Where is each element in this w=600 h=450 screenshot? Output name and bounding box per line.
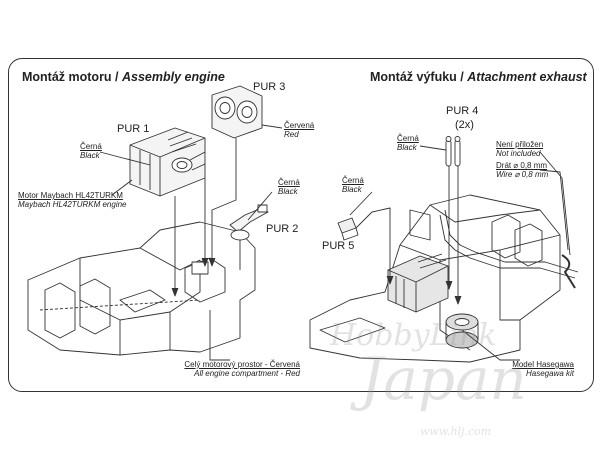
instruction-sheet-frame (8, 58, 594, 392)
pur5-label: PUR 5 (322, 240, 355, 252)
left-hull-outline (27, 221, 256, 356)
pur2-label: PUR 2 (266, 223, 299, 235)
pur4-quantity: (2x) (455, 119, 474, 131)
right-engine-drawing (387, 253, 449, 313)
pur4-pipes-drawing (445, 136, 461, 167)
pur3-label: PUR 3 (253, 81, 286, 93)
left-engine-block-small (191, 261, 209, 275)
right-seat-2 (514, 223, 543, 267)
left-seat-1 (44, 282, 76, 339)
right-seat-1 (491, 214, 521, 259)
pur4-label: PUR 4 (446, 105, 479, 117)
pur2-part-drawing (229, 204, 269, 241)
left-seat-2 (79, 278, 111, 335)
pur1-label: PUR 1 (117, 123, 150, 135)
pur1-engine-drawing (129, 127, 206, 197)
pur5-part-drawing (337, 217, 359, 241)
wire-drawing (561, 254, 576, 289)
right-section-title: Montáž výfuku / Attachment exhaust (370, 70, 587, 84)
pur3-fan-drawing (211, 85, 263, 139)
left-section-title: Montáž motoru / Assembly engine (22, 70, 225, 84)
exhaust-pipe-drawing (439, 214, 576, 279)
watermark-brand: HobbyLink (330, 318, 497, 353)
watermark-japan: Japan (360, 345, 527, 413)
watermark-url: www.hlj.com (420, 425, 492, 438)
